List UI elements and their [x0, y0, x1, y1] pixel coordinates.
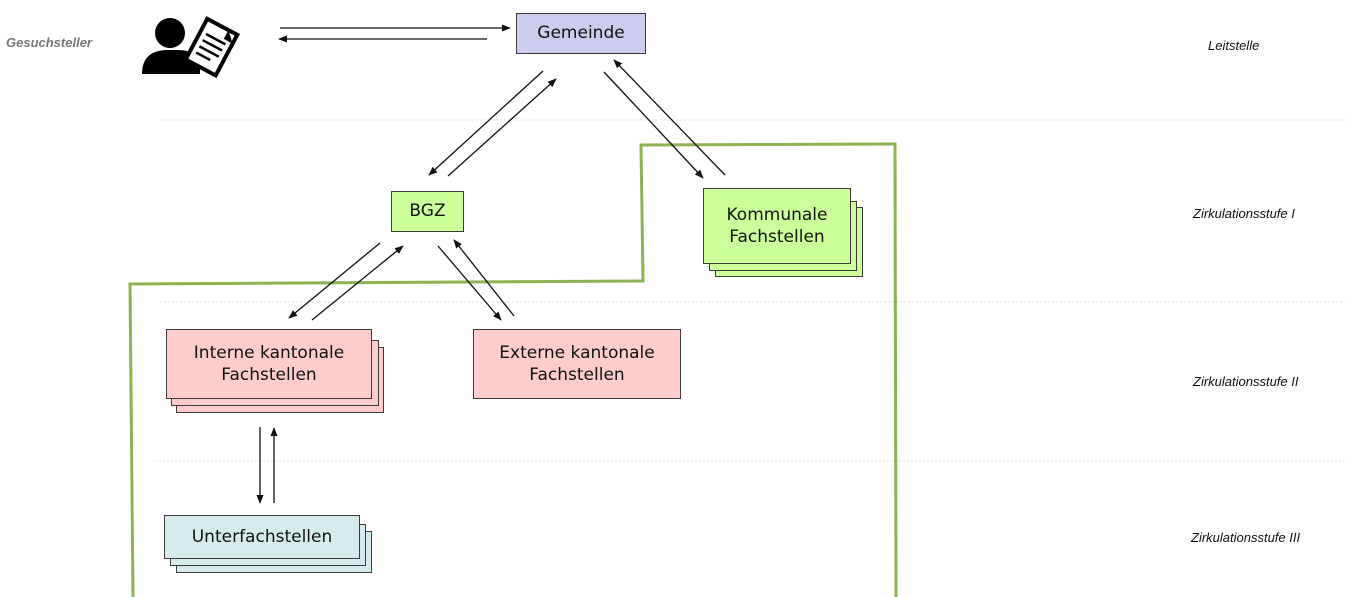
node-interne-kantonale-fachstellen[interactable]: Interne kantonale Fachstellen — [166, 329, 372, 399]
node-kommunale-fachstellen[interactable]: Kommunale Fachstellen — [703, 188, 851, 264]
level-label-stufe-2: Zirkulationsstufe II — [1193, 374, 1299, 389]
node-interne-label: Interne kantonale Fachstellen — [193, 342, 345, 385]
node-unterfach-label: Unterfachstellen — [191, 526, 333, 547]
node-bgz[interactable]: BGZ — [391, 191, 464, 232]
node-bgz-label: BGZ — [409, 201, 446, 222]
arrow-gemeinde-to-bgz — [428, 70, 544, 176]
arrow-bgz-to-gemeinde — [447, 78, 557, 177]
arrow-externe-to-bgz — [453, 239, 515, 317]
arrow-gemeinde-to-kommunale — [603, 71, 704, 179]
level-label-stufe-1: Zirkulationsstufe I — [1193, 206, 1295, 221]
arrow-bgz-to-externe — [437, 245, 502, 321]
node-externe-label: Externe kantonale Fachstellen — [499, 342, 655, 385]
circulation-region-outline — [128, 142, 898, 597]
node-gemeinde[interactable]: Gemeinde — [516, 13, 646, 54]
level-label-stufe-3: Zirkulationsstufe III — [1191, 530, 1301, 545]
level-label-leitstelle: Leitstelle — [1208, 38, 1260, 53]
arrow-interne-to-bgz — [311, 245, 404, 321]
arrow-bgz-to-interne — [288, 242, 381, 319]
node-unterfachstellen[interactable]: Unterfachstellen — [164, 515, 360, 559]
applicant-label: Gesuchsteller — [6, 35, 92, 50]
applicant-with-document-icon — [142, 16, 240, 79]
node-gemeinde-label: Gemeinde — [537, 23, 625, 44]
arrow-kommunale-to-gemeinde — [613, 59, 726, 176]
node-externe-kantonale-fachstellen[interactable]: Externe kantonale Fachstellen — [473, 329, 681, 399]
node-kommunale-label: Kommunale Fachstellen — [726, 204, 828, 247]
